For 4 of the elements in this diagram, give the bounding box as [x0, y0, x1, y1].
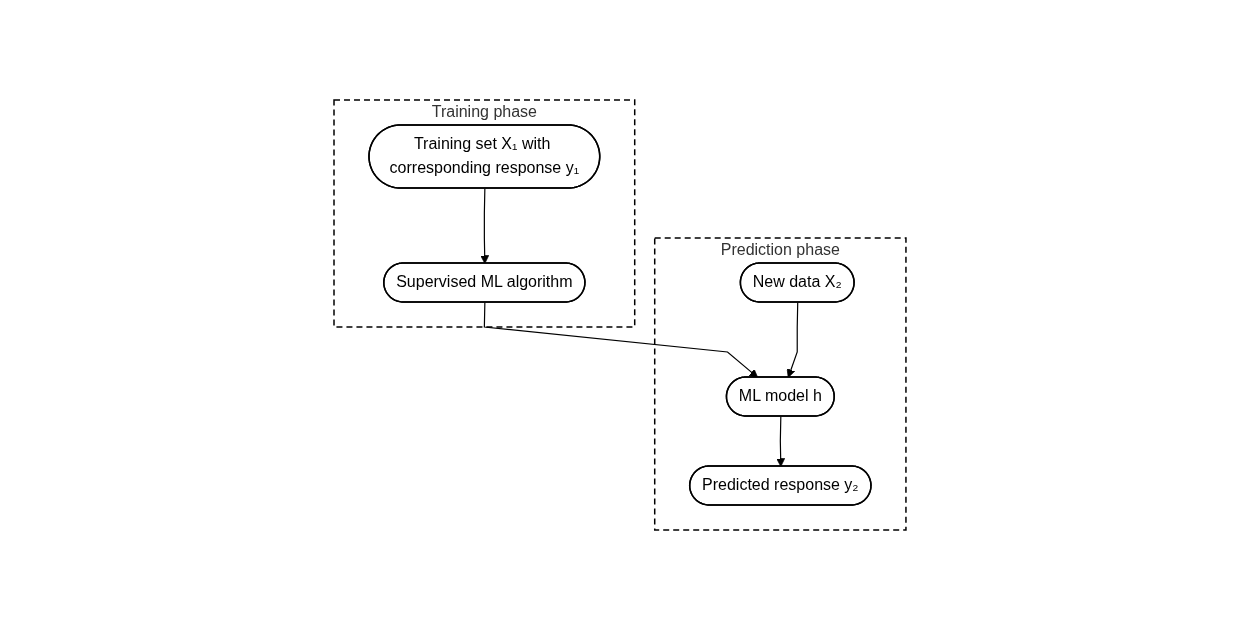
- arrow: [483, 301, 758, 378]
- arrow: [775, 415, 785, 467]
- arrow: [479, 187, 489, 264]
- arrow: [786, 301, 798, 378]
